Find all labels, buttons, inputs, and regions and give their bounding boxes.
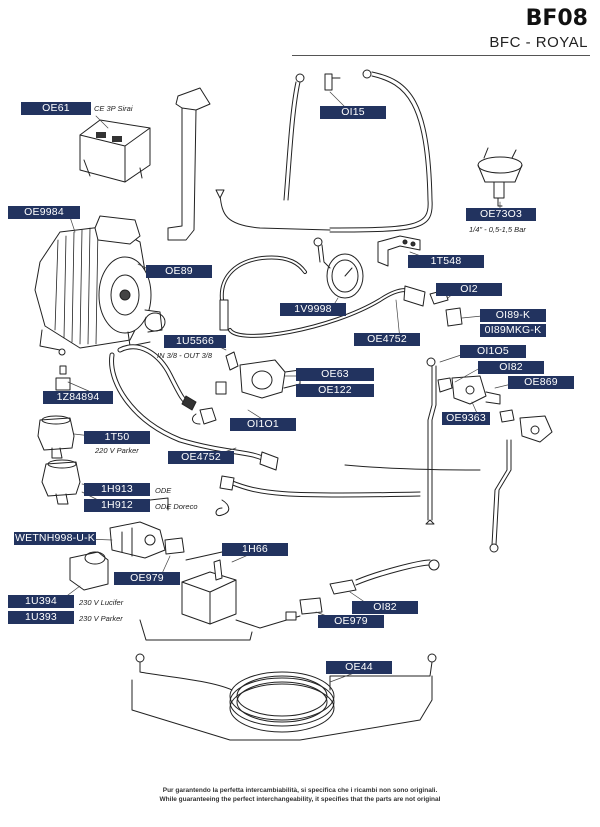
part-label-oe979-right: OE979 [318,615,384,628]
part-label-oe9984: OE9984 [8,206,80,219]
part-note-1h912: ODE Doreco [155,502,198,511]
part-note-1t50: 220 V Parker [95,446,139,455]
part-label-1v9998: 1V9998 [280,303,346,316]
pressostat-drawing [477,147,523,207]
pump-motor-drawing [34,215,166,351]
part-label-1h912: 1H912 [84,499,150,512]
braided-hoses-drawing [109,255,426,471]
part-label-oi2: OI2 [436,283,502,296]
part-label-oi101: OI1O1 [230,418,296,431]
part-label-1t548: 1T548 [408,255,484,268]
part-label-1h66: 1H66 [222,543,288,556]
lower-pipes-drawing [139,559,440,641]
part-label-oe63: OE63 [296,368,374,381]
disclaimer: Pur garantendo la perfetta intercambiabi… [0,786,600,804]
valve-kit-drawing [109,497,230,559]
part-label-1t50: 1T50 [84,431,150,444]
part-label-oe979-left: OE979 [114,572,180,585]
header-rule [292,55,590,56]
pressure-gauge-drawing [313,237,364,299]
disclaimer-italian: Pur garantendo la perfetta intercambiabi… [162,787,438,794]
part-label-oi105: OI1O5 [460,345,526,358]
part-label-oi82-lower: OI82 [352,601,418,614]
part-note-1u394: 230 V Lucifer [79,598,124,607]
coil-pipe-drawing [131,653,437,741]
part-label-oi89-k: OI89-K [480,309,546,322]
part-label-1z84894: 1Z84894 [43,391,113,404]
bracket-drawing [167,87,211,241]
part-label-1u394: 1U394 [8,595,74,608]
model-name: BFC - ROYAL [489,34,588,51]
valve-assembly-drawing [192,351,301,425]
part-note-oe7303: 1/4" - 0,5-1,5 Bar [469,225,526,234]
pressure-switch-drawing [79,119,151,183]
part-label-1u393: 1U393 [8,611,74,624]
support-bracket-drawing [377,235,421,267]
part-label-oe122: OE122 [296,384,374,397]
part-note-1u393: 230 V Parker [79,614,123,623]
upper-pipes-drawing [215,69,433,233]
part-label-oe4752-upper: OE4752 [354,333,420,346]
part-note-1h913: ODE [155,486,172,495]
part-label-1h913: 1H913 [84,483,150,496]
model-code: BF08 [525,6,588,31]
part-label-oi89mkg-k: 0I89MKG-K [480,324,546,337]
part-label-oe4752-lower: OE4752 [168,451,234,464]
part-label-oe7303: OE73O3 [466,208,536,221]
junction-box-drawing [181,547,241,625]
right-fittings-drawing [219,289,553,553]
disclaimer-english: While guaranteeing the perfect interchan… [159,796,441,803]
part-label-1u5566: 1U5566 [164,335,226,348]
part-label-oe9363: OE9363 [442,412,490,425]
part-label-oe61: OE61 [21,102,91,115]
part-label-oe89: OE89 [146,265,212,278]
part-note-oe61: CE 3P Sirai [94,104,133,113]
part-label-oe44: OE44 [326,661,392,674]
part-label-wetnh998-u-k: WETNH998-U-K [14,532,96,545]
part-label-oe869: OE869 [508,376,574,389]
part-note-1u5566: IN 3/8 - OUT 3/8 [157,351,213,360]
solenoid-valves-drawing [37,415,109,591]
part-label-oi15: OI15 [320,106,386,119]
part-label-oi82-upper: OI82 [478,361,544,374]
small-fittings-drawing [55,348,71,391]
